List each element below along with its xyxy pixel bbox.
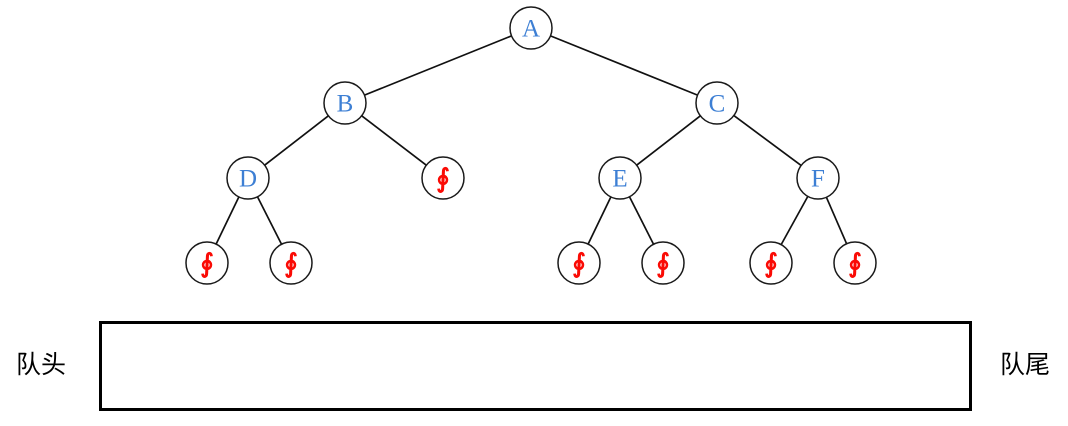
node-circle: [185, 241, 229, 285]
null-symbol-icon: ∮: [284, 249, 298, 279]
node-circle: [509, 6, 553, 50]
tree-edge: [635, 114, 702, 167]
null-symbol-icon: ∮: [200, 249, 214, 279]
tree-edge: [549, 34, 699, 97]
node-circle: [269, 241, 313, 285]
null-symbol-icon: ∮: [656, 249, 670, 279]
tree-node-null[interactable]: ∮: [269, 241, 313, 285]
tree-node-null[interactable]: ∮: [749, 241, 793, 285]
node-label: F: [811, 166, 825, 193]
node-circle: [749, 241, 793, 285]
tree-edge: [363, 34, 513, 97]
tree-node-null[interactable]: ∮: [833, 241, 877, 285]
tree-node-null[interactable]: ∮: [421, 156, 465, 200]
tree-edge: [825, 195, 848, 246]
node-label: E: [612, 166, 627, 193]
tree-edges-group: [214, 34, 848, 246]
tree-node-f[interactable]: F: [796, 156, 840, 200]
node-label: D: [239, 166, 257, 193]
node-circle: [421, 156, 465, 200]
tree-edge: [360, 114, 428, 167]
node-circle: [833, 241, 877, 285]
queue-head-label: 队头: [16, 350, 67, 379]
tree-edge: [628, 195, 655, 246]
node-circle: [323, 81, 367, 125]
tree-node-c[interactable]: C: [695, 81, 739, 125]
tree-edge: [732, 114, 803, 167]
tree-node-a[interactable]: A: [509, 6, 553, 50]
tree-node-d[interactable]: D: [226, 156, 270, 200]
node-circle: [557, 241, 601, 285]
node-circle: [695, 81, 739, 125]
null-symbol-icon: ∮: [436, 164, 450, 194]
null-symbol-icon: ∮: [764, 249, 778, 279]
node-label: C: [709, 91, 726, 118]
null-symbol-icon: ∮: [848, 249, 862, 279]
tree-edge: [214, 195, 241, 246]
node-circle: [796, 156, 840, 200]
tree-node-null[interactable]: ∮: [557, 241, 601, 285]
node-label: A: [522, 16, 540, 43]
tree-node-b[interactable]: B: [323, 81, 367, 125]
tree-node-null[interactable]: ∮: [641, 241, 685, 285]
tree-nodes-group: A B C D ∮ E F ∮ ∮ ∮ ∮ ∮ ∮: [185, 6, 877, 285]
node-label: B: [337, 91, 354, 118]
queue-container[interactable]: [99, 321, 972, 411]
tree-edge: [586, 195, 613, 246]
node-circle: [598, 156, 642, 200]
tree-edge: [256, 195, 283, 246]
tree-edge: [779, 195, 810, 246]
node-circle: [226, 156, 270, 200]
null-symbol-icon: ∮: [572, 249, 586, 279]
tree-node-e[interactable]: E: [598, 156, 642, 200]
node-circle: [641, 241, 685, 285]
tree-node-null[interactable]: ∮: [185, 241, 229, 285]
queue-tail-label: 队尾: [1000, 350, 1051, 379]
tree-edge: [263, 114, 330, 167]
